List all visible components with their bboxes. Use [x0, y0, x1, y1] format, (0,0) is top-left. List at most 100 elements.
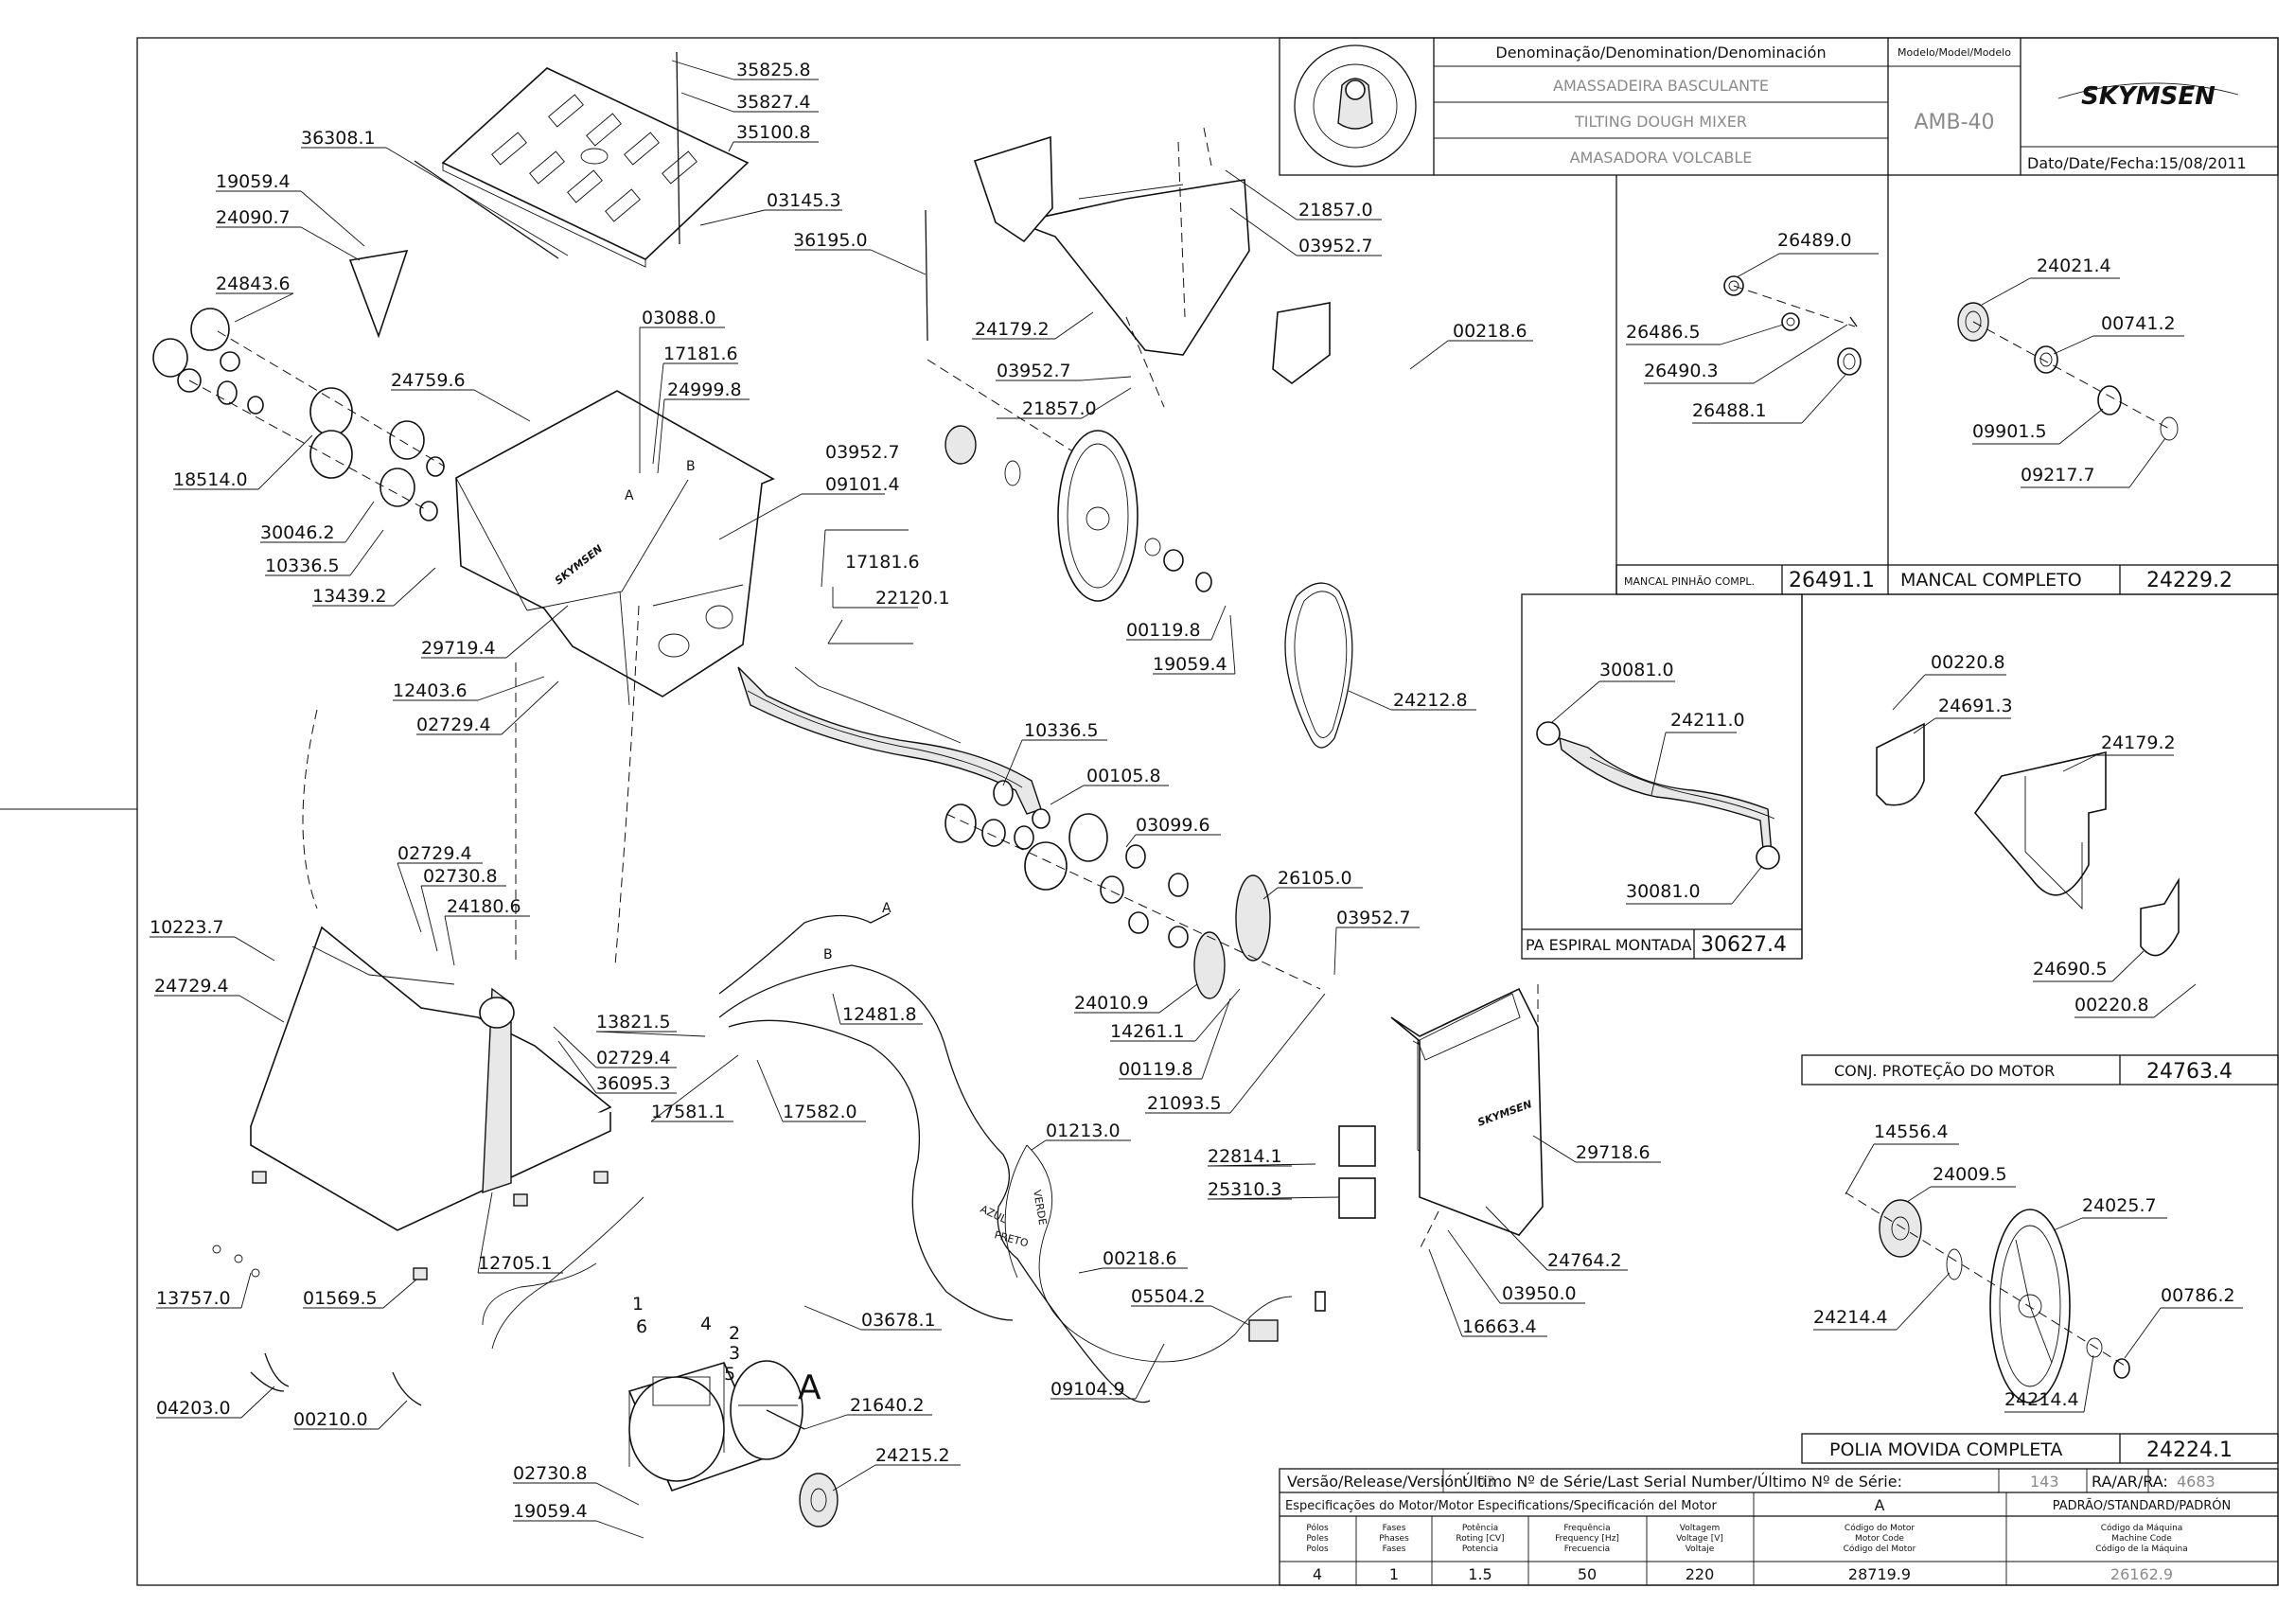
spec-header-power-es: Potencia [1462, 1545, 1498, 1554]
label-00105-8: 00105.8 [1086, 766, 1161, 786]
drawing-date: Dato/Date/Fecha:15/08/2011 [2027, 154, 2247, 172]
spec-header-voltage-es: Voltaje [1686, 1545, 1715, 1554]
label-03099-6: 03099.6 [1136, 815, 1210, 836]
part-24179-2-detail: 24179.2 [2101, 733, 2176, 753]
label-26105-0: 26105.0 [1278, 868, 1352, 889]
wire-4-label: 4 [700, 1314, 712, 1334]
main-leader-lines [150, 60, 1661, 1539]
spec-header-voltage-en: Voltage [V] [1676, 1534, 1723, 1544]
part-26489-0: 26489.0 [1777, 230, 1852, 251]
polia-movida-code: 24224.1 [2146, 1439, 2233, 1462]
label-02730-8-a: 02730.8 [423, 866, 498, 887]
label-00218-6-a: 00218.6 [1453, 321, 1527, 342]
spec-machine-code-value: 26162.9 [2110, 1565, 2173, 1583]
ra-label: RA/AR/RA: [2092, 1473, 2168, 1491]
label-24729-4: 24729.4 [154, 976, 229, 997]
protecao-motor-title: CONJ. PROTEÇÃO DO MOTOR [1834, 1062, 2055, 1080]
part-24691-3: 24691.3 [1938, 696, 2013, 716]
label-02729-4-c: 02729.4 [596, 1048, 671, 1068]
spec-header-machine-code-es: Código de la Máquina [2095, 1544, 2188, 1554]
motor-spec-title: Especificações do Motor/Motor Especifica… [1285, 1499, 1717, 1513]
spec-header-voltage-pt: Voltagem [1680, 1524, 1721, 1533]
label-35100-8: 35100.8 [736, 122, 811, 143]
label-24843-6: 24843.6 [216, 274, 291, 294]
label-29718-6: 29718.6 [1576, 1142, 1651, 1163]
wire-a-label: A [882, 901, 892, 916]
label-25310-3: 25310.3 [1208, 1179, 1282, 1200]
label-02729-4-a: 02729.4 [416, 715, 491, 735]
wire-azul-label: AZUL [979, 1203, 1010, 1227]
spec-poles-value: 4 [1313, 1565, 1322, 1583]
spec-motor-code-value: 28719.9 [1848, 1565, 1911, 1583]
part-00786-2: 00786.2 [2161, 1285, 2235, 1306]
polia-movida-title: POLIA MOVIDA COMPLETA [1829, 1439, 2062, 1460]
label-09104-9: 09104.9 [1050, 1379, 1125, 1400]
label-04203-0: 04203.0 [156, 1398, 231, 1419]
part-30081-0-top: 30081.0 [1599, 660, 1674, 680]
label-03952-7-d: 03952.7 [1336, 908, 1411, 928]
spec-header-frequency: Frequência Frequency [Hz] Frecuencia [1555, 1523, 1619, 1554]
callout-a-housing: A [625, 488, 634, 503]
label-24215-2: 24215.2 [875, 1445, 950, 1466]
label-21093-5: 21093.5 [1147, 1093, 1222, 1114]
denomination-title: Denominação/Denomination/Denominación [1495, 44, 1826, 62]
spec-header-poles: Pólos Poles Polos [1306, 1523, 1329, 1554]
label-19059-4-c: 19059.4 [513, 1501, 588, 1522]
part-00220-8-bottom: 00220.8 [2074, 995, 2149, 1015]
authorized-service-seal [1294, 44, 1417, 168]
part-26488-1: 26488.1 [1692, 400, 1767, 421]
spec-header-power-en: Roting [CV] [1456, 1534, 1504, 1544]
spec-header-frequency-pt: Frequência [1563, 1523, 1610, 1533]
label-24090-7: 24090.7 [216, 207, 291, 228]
polia-movida-parts: 14556.4 24009.5 24025.7 00786.2 24214.4 … [1813, 1121, 2243, 1413]
part-24214-4-left: 24214.4 [1813, 1307, 1888, 1328]
label-14261-1: 14261.1 [1110, 1021, 1185, 1042]
label-00119-8-a: 00119.8 [1126, 620, 1201, 641]
label-21857-0-a: 21857.0 [1022, 398, 1097, 419]
mancal-completo-parts: 24021.4 00741.2 09901.5 09217.7 [1957, 256, 2184, 488]
part-24214-4-right: 24214.4 [2004, 1389, 2079, 1410]
version-label: Versão/Release/Versión: [1287, 1473, 1469, 1491]
mancal-completo-code: 24229.2 [2146, 569, 2233, 592]
machine-name-es: AMASADORA VOLCABLE [1570, 149, 1753, 167]
brand-logo: SKYMSEN [2081, 82, 2216, 111]
part-24009-5: 24009.5 [1933, 1164, 2007, 1185]
label-36195-0: 36195.0 [793, 230, 868, 251]
wire-2-label: 2 [729, 1323, 740, 1344]
standard-header: PADRÃO/STANDARD/PADRÓN [2053, 1498, 2232, 1513]
label-24010-9: 24010.9 [1074, 993, 1149, 1014]
part-30081-0-bottom: 30081.0 [1626, 881, 1701, 902]
label-19059-4: 19059.4 [216, 171, 291, 192]
title-block: Denominação/Denomination/Denominación AM… [1279, 37, 2279, 176]
label-24179-2: 24179.2 [975, 319, 1050, 340]
main-assembly: SKYMSEN [152, 51, 1544, 1527]
wire-verde-label: VERDE [1031, 1189, 1049, 1226]
spec-header-machine-code-en: Machine Code [2111, 1534, 2172, 1544]
label-35827-4: 35827.4 [736, 92, 811, 113]
label-03952-7-a: 03952.7 [825, 442, 900, 463]
model-label: Modelo/Model/Modelo [1898, 46, 2011, 59]
label-24764-2: 24764.2 [1547, 1250, 1622, 1271]
spec-header-poles-pt: Pólos [1306, 1523, 1329, 1533]
spec-header-poles-es: Polos [1306, 1545, 1329, 1554]
label-03952-7-c: 03952.7 [1298, 236, 1373, 256]
label-21640-2: 21640.2 [850, 1395, 925, 1416]
label-13821-5: 13821.5 [596, 1012, 671, 1033]
mancal-pinhao-parts: 26489.0 26486.5 26490.3 26488.1 [1626, 230, 1879, 424]
part-24021-4: 24021.4 [2037, 256, 2111, 276]
part-24025-7: 24025.7 [2082, 1195, 2157, 1216]
ra-value: 4683 [2177, 1473, 2216, 1491]
wire-5-label: 5 [724, 1364, 735, 1385]
label-22120-1: 22120.1 [875, 588, 950, 609]
spec-header-frequency-en: Frequency [Hz] [1555, 1534, 1619, 1544]
label-12705-1: 12705.1 [478, 1253, 553, 1274]
wire-preto-label: PRETO [993, 1228, 1030, 1249]
drawing-frame [136, 37, 2279, 1586]
label-01213-0: 01213.0 [1046, 1121, 1121, 1141]
part-26486-5: 26486.5 [1626, 322, 1701, 343]
label-16663-4: 16663.4 [1462, 1316, 1537, 1337]
label-30046-2: 30046.2 [260, 522, 335, 543]
spec-header-phases: Fases Phases Fases [1379, 1524, 1409, 1554]
label-09101-4: 09101.4 [825, 474, 900, 495]
spec-phases-value: 1 [1389, 1565, 1399, 1583]
